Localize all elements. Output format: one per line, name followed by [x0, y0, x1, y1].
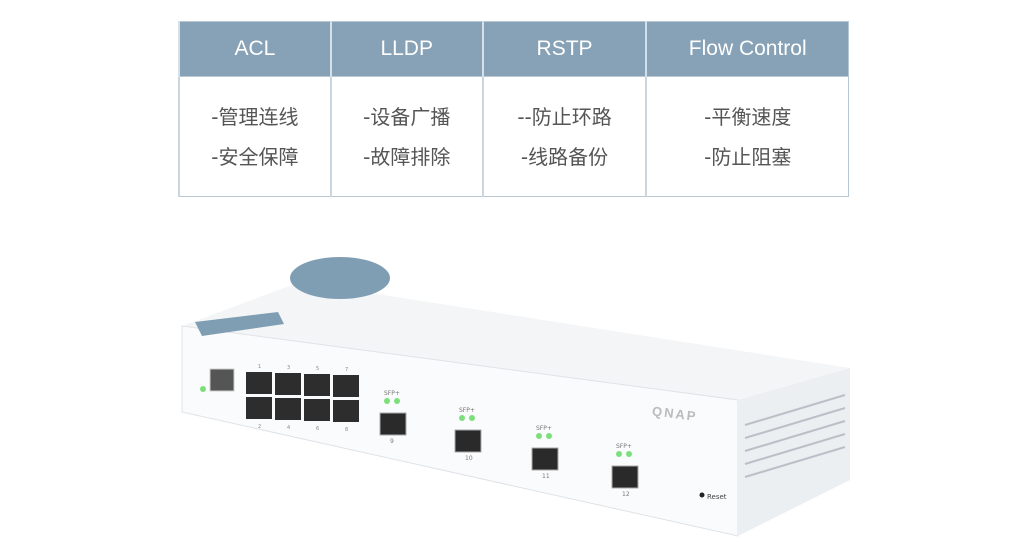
- rj45-port[interactable]: [246, 372, 272, 394]
- header-flow-control: Flow Control: [645, 21, 850, 77]
- port-number: 11: [542, 473, 550, 480]
- power-led: [200, 386, 206, 392]
- feature-text: -设备广播: [363, 104, 451, 129]
- sfp-led: [384, 398, 390, 404]
- sfp-led: [469, 415, 475, 421]
- feature-text: -管理连线: [211, 104, 299, 129]
- port-number: 5: [316, 366, 319, 372]
- port-number: 2: [258, 424, 261, 430]
- brand-logo: QNAP: [651, 403, 698, 423]
- port-number: 10: [465, 455, 473, 462]
- fan-disc: [290, 257, 390, 299]
- sfp-port[interactable]: [379, 412, 407, 436]
- sfp-led: [394, 398, 400, 404]
- sfp-port[interactable]: [611, 465, 639, 489]
- port-number: 8: [345, 427, 348, 433]
- rj45-port[interactable]: [275, 398, 301, 420]
- rj45-ports: 1 2 3 4 5 6 7 8: [246, 364, 359, 433]
- port-number: 7: [345, 367, 348, 373]
- feature-text: -平衡速度: [704, 104, 792, 129]
- sfp-label: SFP+: [459, 407, 475, 414]
- feature-text: --防止环路: [517, 104, 612, 129]
- sfp-port[interactable]: [454, 429, 482, 453]
- cell-acl: -管理连线 -安全保障: [178, 76, 332, 197]
- sfp-led: [536, 433, 542, 439]
- rj45-port[interactable]: [275, 373, 301, 395]
- port-number: 6: [316, 426, 319, 432]
- header-acl: ACL: [178, 21, 332, 77]
- feature-table: ACL LLDP RSTP Flow Control -管理连线-安全保障 -设…: [178, 21, 850, 197]
- sfp-label: SFP+: [616, 443, 632, 450]
- sfp-led: [546, 433, 552, 439]
- switch-top: [182, 282, 850, 400]
- feature-text: -故障排除: [363, 144, 451, 169]
- port-number: 9: [390, 438, 394, 445]
- sfp-led: [616, 451, 622, 457]
- model-label: [195, 312, 284, 336]
- cell-rstp: --防止环路 -线路备份: [481, 76, 647, 197]
- sfp-led: [626, 451, 632, 457]
- cell-flow-control: -平衡速度 -防止阻塞: [645, 76, 850, 197]
- port-number: 12: [622, 491, 630, 498]
- port-number: 1: [258, 364, 261, 370]
- feature-text: -防止阻塞: [704, 144, 792, 169]
- console-port: [209, 368, 235, 392]
- rj45-port[interactable]: [304, 399, 330, 421]
- rj45-port[interactable]: [333, 400, 359, 422]
- port-number: 4: [287, 425, 290, 431]
- sfp-label: SFP+: [384, 390, 400, 397]
- vent-lines: [744, 394, 846, 478]
- rj45-port[interactable]: [333, 375, 359, 397]
- rj45-port[interactable]: [304, 374, 330, 396]
- rj45-port[interactable]: [246, 397, 272, 419]
- feature-text: -线路备份: [520, 144, 609, 169]
- sfp-label: SFP+: [536, 425, 552, 432]
- sfp-led: [459, 415, 465, 421]
- feature-text: -安全保障: [211, 144, 299, 169]
- port-number: 3: [287, 365, 290, 371]
- switch-side: [738, 368, 850, 536]
- sfp-port[interactable]: [531, 447, 559, 471]
- reset-button[interactable]: [699, 492, 705, 498]
- reset-label: Reset: [707, 493, 727, 501]
